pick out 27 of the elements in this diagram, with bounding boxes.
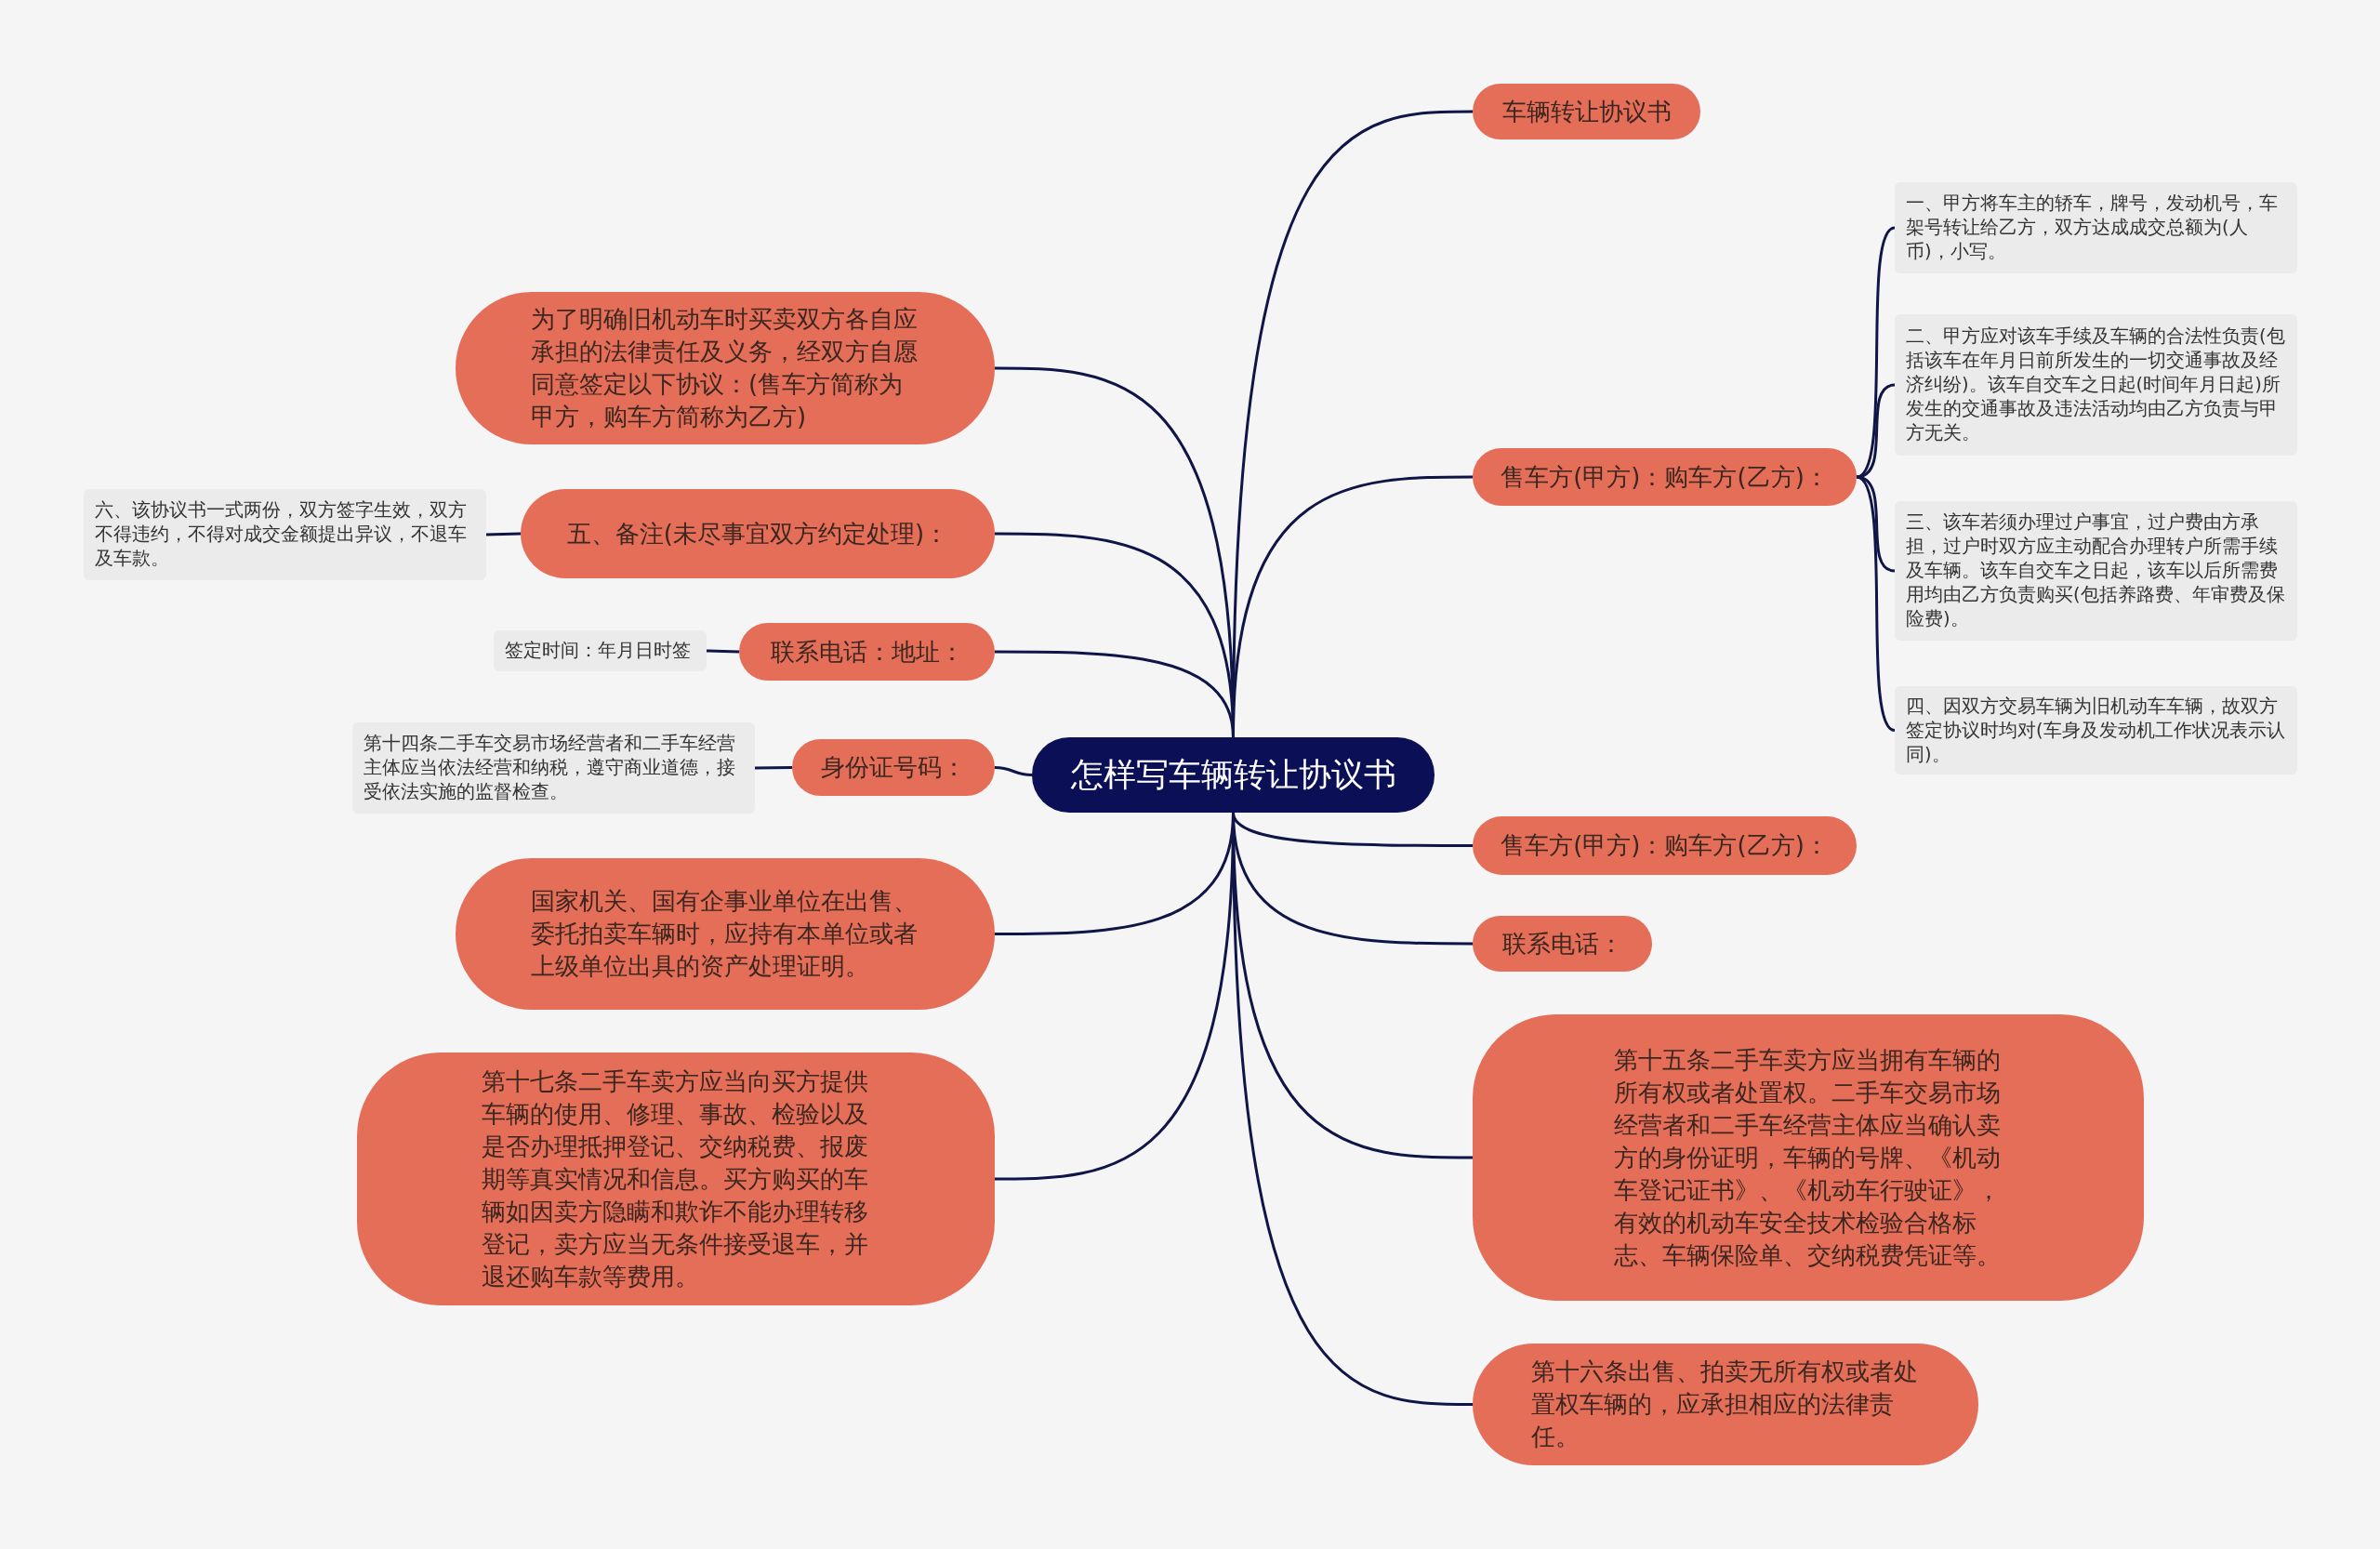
connector-line — [995, 650, 1235, 738]
connector-line — [1856, 383, 1896, 479]
topic-pill: 第十六条出售、拍卖无所有权或者处置权车辆的，应承担相应的法律责任。 — [1473, 1344, 1978, 1465]
topic-pill: 车辆转让协议书 — [1473, 84, 1700, 139]
topic-pill: 国家机关、国有企事业单位在出售、委托拍卖车辆时，应持有本单位或者上级单位出具的资产处理证明。 — [456, 858, 995, 1010]
topic-pill: 为了明确旧机动车时买卖双方各自应承担的法律责任及义务，经双方自愿同意签定以下协议：(售车方简称为甲方，购车方简称为乙方) — [456, 292, 995, 444]
note-card: 签定时间：年月日时签 — [494, 630, 707, 671]
connector-line — [1856, 475, 1896, 732]
topic-pill: 售车方(甲方)：购车方(乙方)： — [1473, 448, 1857, 506]
topic-pill: 第十七条二手车卖方应当向买方提供车辆的使用、修理、事故、检验以及是否办理抵押登记、交纳税费、报废期等真实情况和信息。买方购买的车辆如因卖方隐瞒和欺诈不能办理转移登记，卖方应当无条件接受退车，并退还购车款等费用。 — [357, 1053, 995, 1305]
note-card: 六、该协议书一式两份，双方签字生效，双方不得违约，不得对成交金额提出异议，不退车及车款。 — [84, 489, 486, 580]
topic-pill: 售车方(甲方)：购车方(乙方)： — [1473, 816, 1857, 875]
note-card: 二、甲方应对该车手续及车辆的合法性负责(包括该车在年月日前所发生的一切交通事故及经济纠纷)。该车自交车之日起(时间年月日起)所发生的交通事故及违法活动均由乙方负责与甲方无关。 — [1895, 314, 2297, 456]
connector-line — [754, 766, 793, 770]
topic-pill: 五、备注(未尽事宜双方约定处理)： — [521, 489, 995, 578]
topic-pill: 联系电话： — [1473, 916, 1652, 972]
topic-pill: 身份证号码： — [792, 739, 995, 796]
note-card: 第十四条二手车交易市场经营者和二手车经营主体应当依法经营和纳税，遵守商业道德，接受依法实施的监督检查。 — [352, 722, 755, 814]
topic-pill: 第十五条二手车卖方应当拥有车辆的所有权或者处置权。二手车交易市场经营者和二手车经营主体应当确认卖方的身份证明，车辆的号牌、《机动车登记证书》、《机动车行驶证》，有效的机动车安全技术检验合格标志、车辆保险单、交纳税费凭证等。 — [1473, 1014, 2144, 1301]
note-card: 四、因双方交易车辆为旧机动车车辆，故双方签定协议时均对(车身及发动机工作状况表示认同)。 — [1895, 686, 2297, 774]
connector-line — [706, 649, 740, 654]
connector-line — [994, 766, 1033, 776]
central-topic-pill: 怎样写车辆转让协议书 — [1032, 737, 1435, 813]
note-card: 一、甲方将车主的轿车，牌号，发动机号，车架号转让给乙方，双方达成成交总额为(人币)，小写。 — [1895, 182, 2297, 273]
connector-line — [485, 532, 522, 536]
note-card: 三、该车若须办理过户事宜，过户费由方承担，过户时双方应主动配合办理转户所需手续及车辆。该车自交车之日起，该车以后所需费用均由乙方负责购买(包括养路费、年审费及保险费)。 — [1895, 501, 2297, 641]
topic-pill: 联系电话：地址： — [739, 623, 995, 681]
